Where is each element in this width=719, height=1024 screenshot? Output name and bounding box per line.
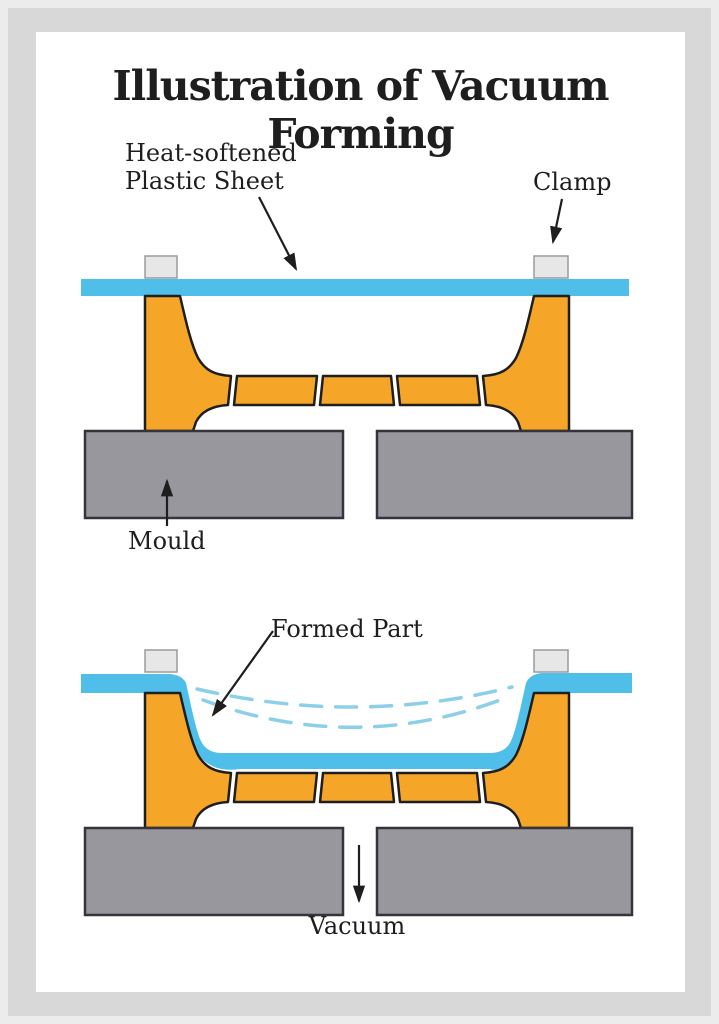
- sheet-label-line1: Heat-softened: [125, 139, 297, 167]
- sag-line-lower: [201, 695, 510, 729]
- sag-line-upper: [195, 685, 514, 709]
- clamp-label: Clamp: [533, 168, 611, 196]
- formed-part-arrow-icon: [211, 630, 274, 717]
- sheet-label-line2: Plastic Sheet: [125, 167, 284, 195]
- vacuum-label: Vacuum: [308, 912, 406, 940]
- plastic-sheet: [81, 279, 629, 296]
- sheet-label-arrow-icon: [258, 196, 298, 271]
- clamp-bottom-left: [144, 649, 178, 673]
- clamp-top-right: [533, 255, 569, 279]
- formed-part-sheet: [81, 673, 632, 770]
- clamp-top-left: [144, 255, 178, 279]
- bottom-diagram: Formed Part Vacuum: [81, 615, 634, 940]
- clamp-bottom-right: [533, 649, 569, 673]
- page-title: Illustration of Vacuum Forming: [112, 62, 609, 158]
- top-diagram: Heat-softened Plastic Sheet Clamp Mould: [81, 139, 634, 555]
- mould-label: Mould: [128, 527, 206, 555]
- clamp-label-arrow-icon: [550, 198, 564, 245]
- formed-part-label: Formed Part: [271, 615, 423, 643]
